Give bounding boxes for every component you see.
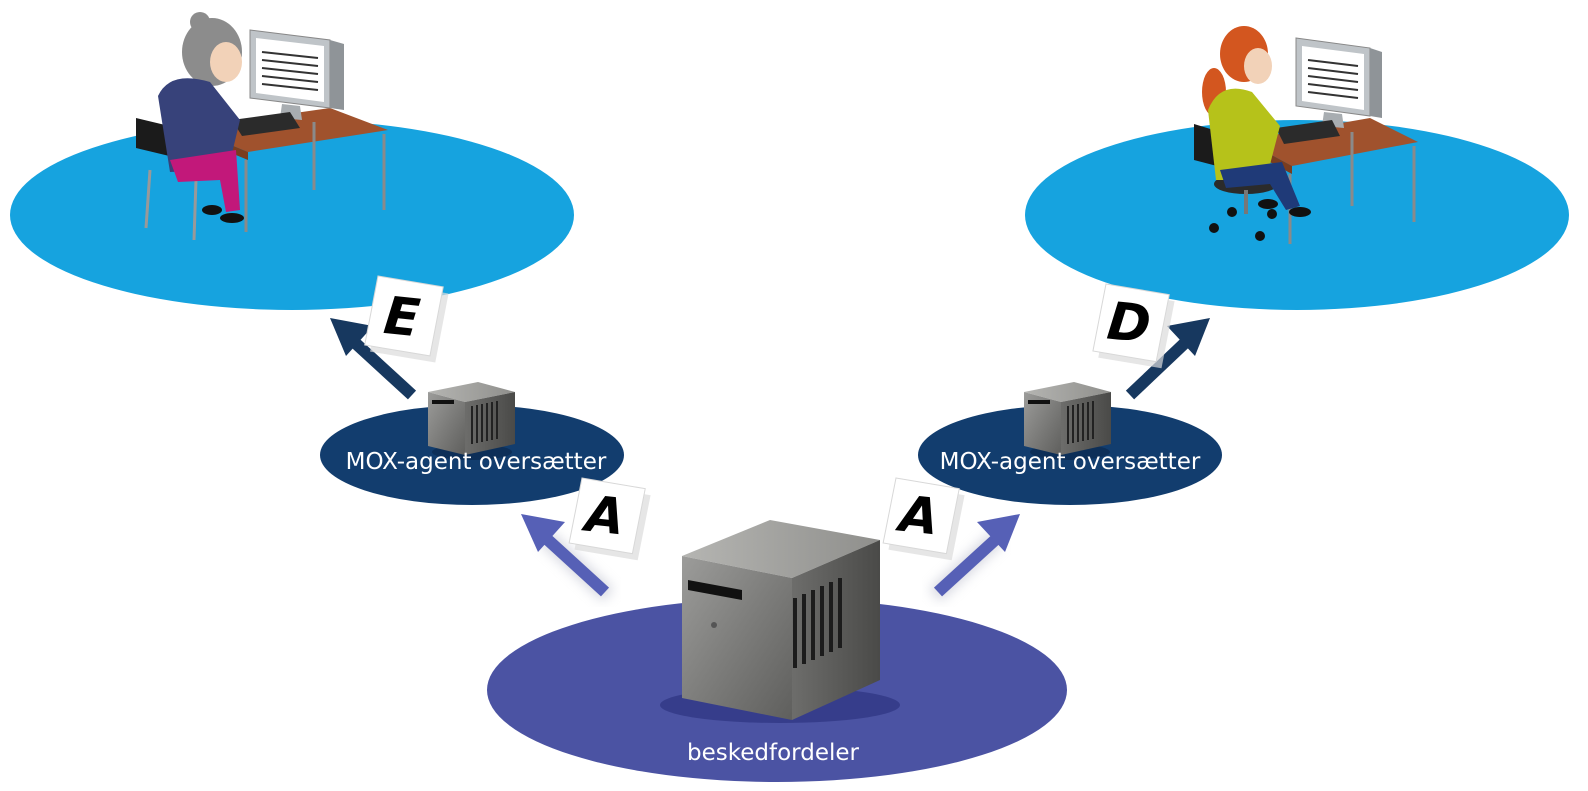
distributor-server-icon	[660, 520, 900, 723]
tag-letter-left-in: A	[579, 484, 628, 546]
left-computer-monitor	[249, 29, 344, 120]
tag-letter-left-out: E	[381, 286, 423, 349]
distributor-label: beskedfordeler	[687, 740, 859, 766]
tag-letter-right-out: D	[1104, 292, 1153, 356]
arrow-distributor-to-right-agent	[929, 514, 1020, 601]
left-user-person	[158, 12, 244, 223]
message-tag-left-out: E	[364, 275, 449, 363]
arrow-distributor-to-left-agent	[521, 514, 614, 601]
tag-letter-right-in: A	[893, 484, 942, 546]
right-computer-monitor	[1295, 37, 1382, 128]
left-agent-label: MOX-agent oversætter	[346, 449, 607, 475]
right-agent-server-icon	[1024, 382, 1111, 460]
message-tag-right-out: D	[1092, 283, 1175, 369]
left-agent-server-icon	[428, 382, 515, 460]
right-agent-label: MOX-agent oversætter	[940, 449, 1201, 475]
right-user-person	[1202, 26, 1311, 217]
left-user-workstation	[136, 12, 388, 241]
left-user-disc	[10, 120, 574, 310]
arrow-left-agent-to-user	[330, 318, 417, 400]
right-user-workstation	[1194, 26, 1418, 244]
message-tag-right-in: A	[882, 477, 965, 561]
message-tag-left-in: A	[568, 477, 651, 561]
